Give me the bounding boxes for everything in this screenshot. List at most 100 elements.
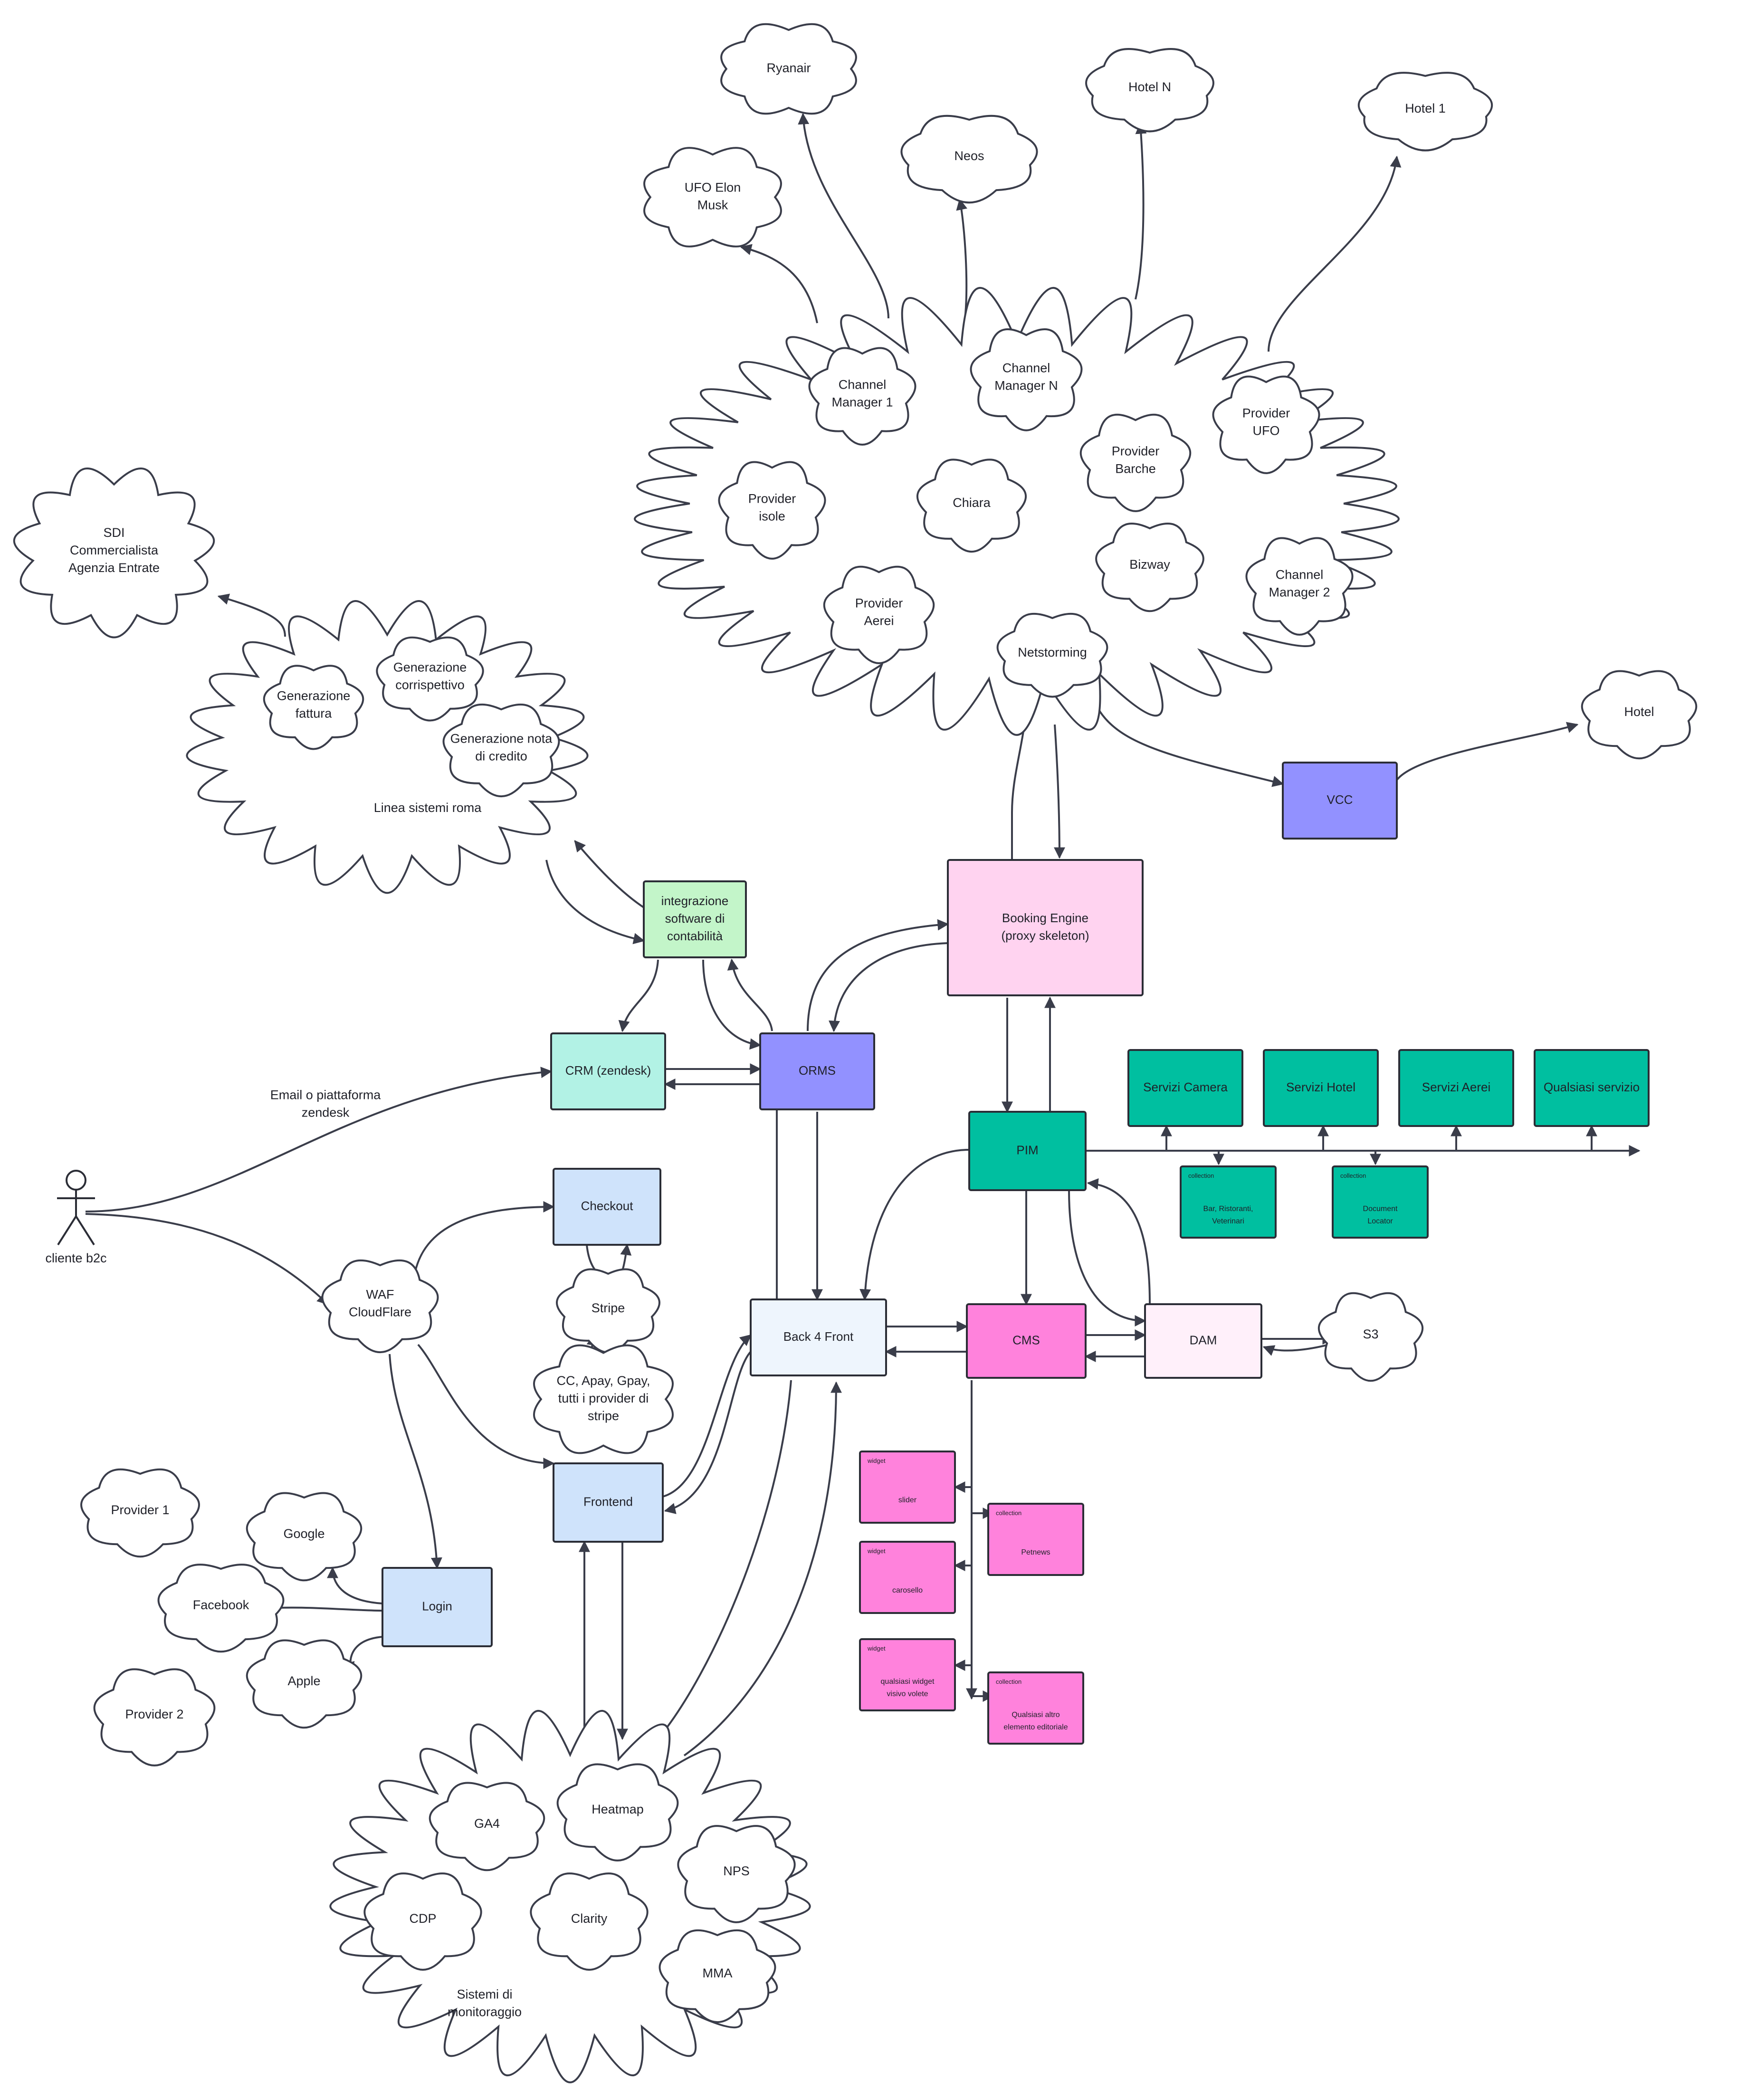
cloud-shape: [677, 1825, 796, 1923]
cloud-provider-2: Provider 2: [93, 1668, 216, 1766]
cloud-bizway-label-1: Bizway: [1129, 557, 1170, 572]
cloud-neos-label-1: Neos: [954, 149, 984, 163]
cloud-cdp-label-1: CDP: [409, 1911, 436, 1926]
card-tag: widget: [867, 1645, 886, 1652]
cloud-shape: [643, 147, 782, 248]
cloud-ryanair: Ryanair: [720, 23, 857, 115]
cloud-netstorming: Netstorming: [996, 613, 1108, 698]
box-checkout: Checkout: [553, 1168, 661, 1246]
connector-47: [1262, 1343, 1333, 1356]
box-frontend: Frontend: [553, 1462, 664, 1543]
cloud-shape: [1095, 523, 1204, 612]
card-tag: collection: [996, 1509, 1021, 1517]
box-integrazione-label-1: integrazione: [661, 894, 729, 908]
cloud-hotel-1: Hotel 1: [1357, 72, 1493, 152]
cloud-shape: [246, 1639, 363, 1729]
box-dam-label-1: DAM: [1190, 1333, 1217, 1347]
cloud-generazione-fattura-label-2: fattura: [296, 706, 333, 721]
box-orms-label-1: ORMS: [799, 1063, 836, 1078]
cloud-provider-barche-label-1: Provider: [1112, 444, 1160, 458]
cloud-provider-isole-label-1: Provider: [748, 492, 796, 506]
cloud-shape: [321, 1259, 439, 1354]
cloud-generazione-nota-label-2: di credito: [475, 749, 527, 764]
cloud-apple-label-1: Apple: [287, 1674, 320, 1688]
connector-10: [217, 593, 286, 637]
box-login: Login: [382, 1567, 493, 1647]
cloud-channel-manager-2-label-2: Manager 2: [1269, 585, 1330, 600]
actor-body: [57, 1190, 95, 1246]
card-bar-ristoranti-label-2: Veterinari: [1212, 1217, 1244, 1225]
cloud-nps-label-1: NPS: [723, 1864, 750, 1878]
cloud-cc-apay-label-2: tutti i provider di: [558, 1391, 649, 1405]
box-booking-engine: Booking Engine(proxy skeleton): [947, 859, 1144, 996]
cloud-mma: MMA: [659, 1929, 776, 2024]
box-shape: [1144, 1303, 1262, 1379]
actor-cliente-b2c: cliente b2c: [45, 1170, 107, 1265]
box-dam: DAM: [1144, 1303, 1262, 1379]
card-tag: widget: [867, 1547, 886, 1555]
box-shape: [550, 1032, 666, 1110]
connector-24: [389, 1354, 442, 1569]
card-tag: collection: [1188, 1172, 1214, 1179]
cloud-shape: [363, 1872, 482, 1971]
cloud-stripe: Stripe: [556, 1268, 660, 1354]
box-servizi-hotel: Servizi Hotel: [1263, 1049, 1379, 1127]
box-pim-label-1: PIM: [1016, 1143, 1038, 1157]
connector-4: [1135, 122, 1147, 300]
cloud-shape: [246, 1492, 363, 1582]
card-tag: collection: [1340, 1172, 1366, 1179]
box-login-label-1: Login: [422, 1599, 452, 1613]
card-document-locator-label-2: Locator: [1367, 1217, 1393, 1225]
cloud-cc-apay-label-1: CC, Apay, Gpay,: [556, 1374, 650, 1388]
cloud-chiara-label-1: Chiara: [953, 496, 991, 510]
box-shape: [968, 1111, 1087, 1191]
cloud-generazione-fattura-label-1: Generazione: [277, 689, 351, 703]
box-crm-label-1: CRM (zendesk): [565, 1063, 651, 1078]
cloud-shape: [718, 461, 826, 560]
box-integrazione-label-3: contabilità: [667, 929, 723, 943]
cloud-channel-manager-2-label-1: Channel: [1276, 568, 1324, 582]
card-shape: [987, 1503, 1084, 1576]
cloud-shape: [996, 613, 1108, 698]
card-shape: [1332, 1165, 1429, 1239]
cloud-shape: [970, 328, 1083, 431]
connector-15: [727, 958, 773, 1031]
cloud-sdi-label-1: SDI: [103, 525, 124, 540]
cloud-bizway: Bizway: [1095, 523, 1204, 612]
box-back4front: Back 4 Front: [750, 1298, 887, 1376]
box-shape: [759, 1032, 875, 1110]
cloud-shape: [1581, 670, 1698, 760]
cloud-sistemi-monitoraggio-label-1: Sistemi di: [457, 1987, 512, 2002]
card-shape: [859, 1451, 956, 1524]
cloud-provider-aerei-label-1: Provider: [855, 596, 903, 611]
connector-20: [85, 1067, 553, 1212]
cloud-ga4-label-1: GA4: [474, 1816, 500, 1831]
cloud-shape: [808, 347, 916, 446]
cloud-shape: [659, 1929, 776, 2024]
box-shape: [1534, 1049, 1650, 1127]
box-booking-engine-label-1: Booking Engine: [1002, 911, 1088, 925]
cloud-ga4: GA4: [429, 1782, 545, 1871]
card-slider-label-1: slider: [898, 1496, 917, 1504]
box-orms: ORMS: [759, 1032, 875, 1110]
box-shape: [1398, 1049, 1514, 1127]
cloud-provider-ufo-label-2: UFO: [1253, 424, 1280, 438]
connector-5: [1268, 155, 1402, 352]
cloud-clarity-label-1: Clarity: [571, 1911, 608, 1926]
cloud-channel-manager-n-label-1: Channel: [1002, 361, 1050, 375]
card-tag: widget: [867, 1457, 886, 1464]
card-shape: [859, 1541, 956, 1614]
connector-17: [829, 942, 948, 1032]
card-shape: [859, 1638, 956, 1711]
cloud-provider-barche-label-2: Barche: [1115, 462, 1156, 476]
cloud-hotel-label-1: Hotel: [1624, 705, 1654, 719]
